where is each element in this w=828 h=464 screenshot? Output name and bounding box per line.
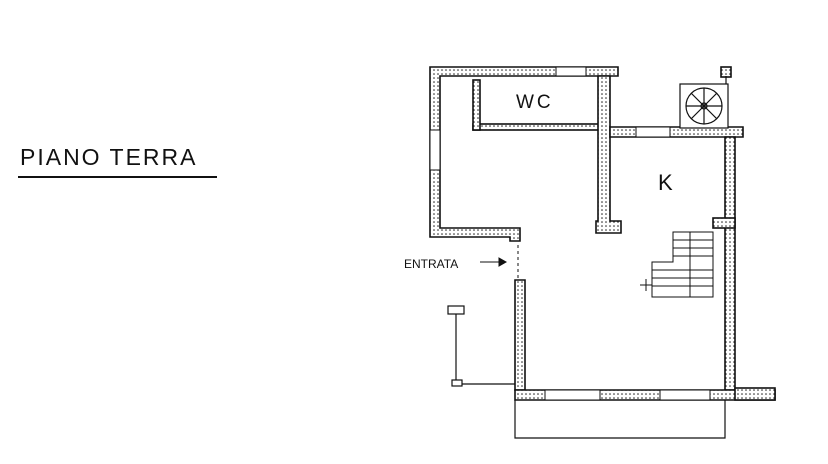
entrance-label: ENTRATA — [404, 257, 458, 271]
staircase — [640, 231, 714, 298]
wall-right-post — [712, 217, 736, 229]
spiral-stair — [679, 76, 729, 129]
wall-entrance — [514, 279, 526, 391]
external-fence — [447, 305, 726, 439]
room-label-kitchen: K — [658, 170, 673, 195]
entrance-marker — [480, 245, 519, 278]
room-label-wc: WC — [516, 92, 554, 113]
wall-center — [595, 75, 622, 234]
window-top — [555, 66, 587, 77]
wall-left-upper — [429, 66, 619, 242]
wall-wc-stub — [472, 79, 481, 131]
window-top-right — [635, 126, 671, 138]
window-bottom — [544, 389, 601, 401]
column-top — [720, 66, 732, 78]
wall-wc-partition — [472, 123, 602, 131]
window-bottom-right — [659, 389, 711, 401]
wall-right — [724, 136, 736, 391]
windows — [429, 66, 711, 401]
window-left — [429, 129, 441, 171]
wall-bottom-ext — [734, 387, 776, 401]
plan-title: PIANO TERRA — [20, 144, 198, 170]
title-underline — [18, 176, 217, 178]
